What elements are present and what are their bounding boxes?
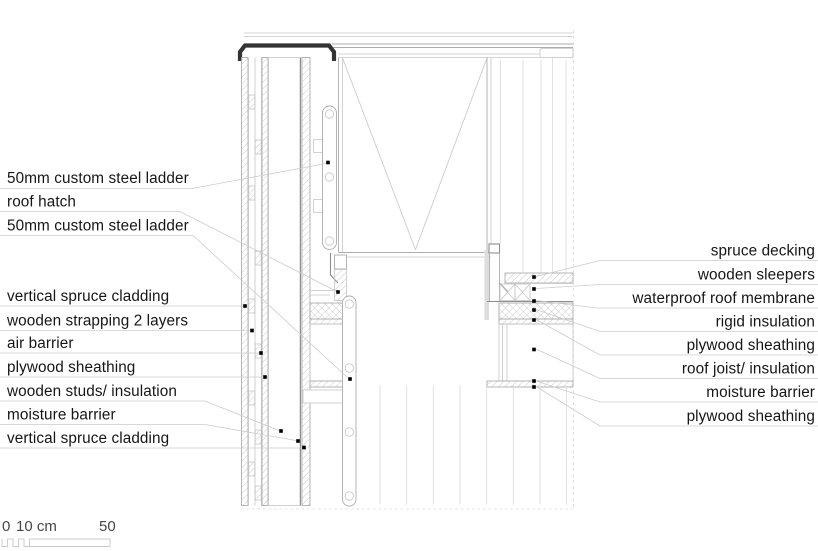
spruce-decking-layer bbox=[504, 272, 574, 284]
scale-ten-cm-label: 10 cm bbox=[16, 518, 57, 535]
label-steel-ladder-lower: 50mm custom steel ladder bbox=[7, 218, 189, 235]
wall-section bbox=[241, 57, 311, 506]
exterior-lines-right-of-hatch bbox=[500, 57, 567, 273]
wall-strapping-blocks bbox=[248, 94, 262, 501]
label-plywood-sheathing-roof-bottom: plywood sheathing bbox=[687, 408, 815, 425]
leader-lines bbox=[0, 163, 818, 449]
hatch-lid-lines bbox=[244, 32, 574, 58]
roof-assembly-right bbox=[486, 272, 574, 388]
label-moisture-barrier-wall: moisture barrier bbox=[7, 407, 116, 424]
roof-assembly-left bbox=[309, 290, 348, 388]
label-vertical-spruce-cladding-outer: vertical spruce cladding bbox=[7, 288, 169, 305]
label-wooden-strapping: wooden strapping 2 layers bbox=[6, 313, 188, 330]
scale-bar-teeth bbox=[1, 538, 30, 547]
ladder-rail-upper bbox=[313, 105, 337, 250]
label-plywood-sheathing-roof: plywood sheathing bbox=[687, 337, 815, 354]
scale-bar: 0 10 cm 50 bbox=[1, 518, 116, 547]
hatch-curb-right bbox=[484, 243, 509, 320]
roof-joist-insulation-layer bbox=[498, 323, 574, 382]
scale-bar-box bbox=[29, 538, 111, 547]
annotations-left: 50mm custom steel ladder roof hatch 50mm… bbox=[6, 170, 189, 447]
ladder-rail-lower bbox=[302, 295, 357, 507]
scale-zero-label: 0 bbox=[2, 518, 10, 535]
label-wooden-studs-insulation: wooden studs/ insulation bbox=[6, 383, 177, 400]
leader-dots bbox=[243, 160, 536, 450]
section-cut-lines bbox=[241, 30, 574, 510]
rigid-insulation-layer bbox=[498, 302, 574, 320]
label-roof-hatch: roof hatch bbox=[7, 194, 76, 211]
cap-flashing bbox=[237, 43, 337, 61]
wall-outer-cladding bbox=[241, 57, 249, 506]
label-roof-joist-insulation: roof joist/ insulation bbox=[682, 361, 815, 378]
wall-plywood-sheathing bbox=[261, 57, 269, 506]
wall-inner-cladding bbox=[301, 57, 311, 506]
label-rigid-insulation: rigid insulation bbox=[716, 314, 815, 331]
plywood-sheathing-bottom-layer bbox=[486, 380, 574, 388]
label-wooden-sleepers: wooden sleepers bbox=[697, 267, 815, 284]
roof-hatch-box bbox=[338, 57, 492, 258]
label-air-barrier: air barrier bbox=[7, 335, 74, 352]
ceiling-boards bbox=[379, 385, 567, 505]
annotations-right: spruce decking wooden sleepers waterproo… bbox=[631, 243, 815, 426]
label-moisture-barrier-roof: moisture barrier bbox=[706, 384, 815, 401]
label-spruce-decking: spruce decking bbox=[711, 243, 815, 260]
ladder-bracket bbox=[302, 389, 344, 404]
label-steel-ladder-upper: 50mm custom steel ladder bbox=[7, 170, 189, 187]
scale-fifty-label: 50 bbox=[99, 518, 116, 535]
label-plywood-sheathing-wall: plywood sheathing bbox=[7, 359, 135, 376]
label-waterproof-roof-membrane: waterproof roof membrane bbox=[631, 290, 815, 307]
label-vertical-spruce-cladding-inner: vertical spruce cladding bbox=[7, 430, 169, 447]
hatch-swing-lines bbox=[342, 57, 488, 251]
